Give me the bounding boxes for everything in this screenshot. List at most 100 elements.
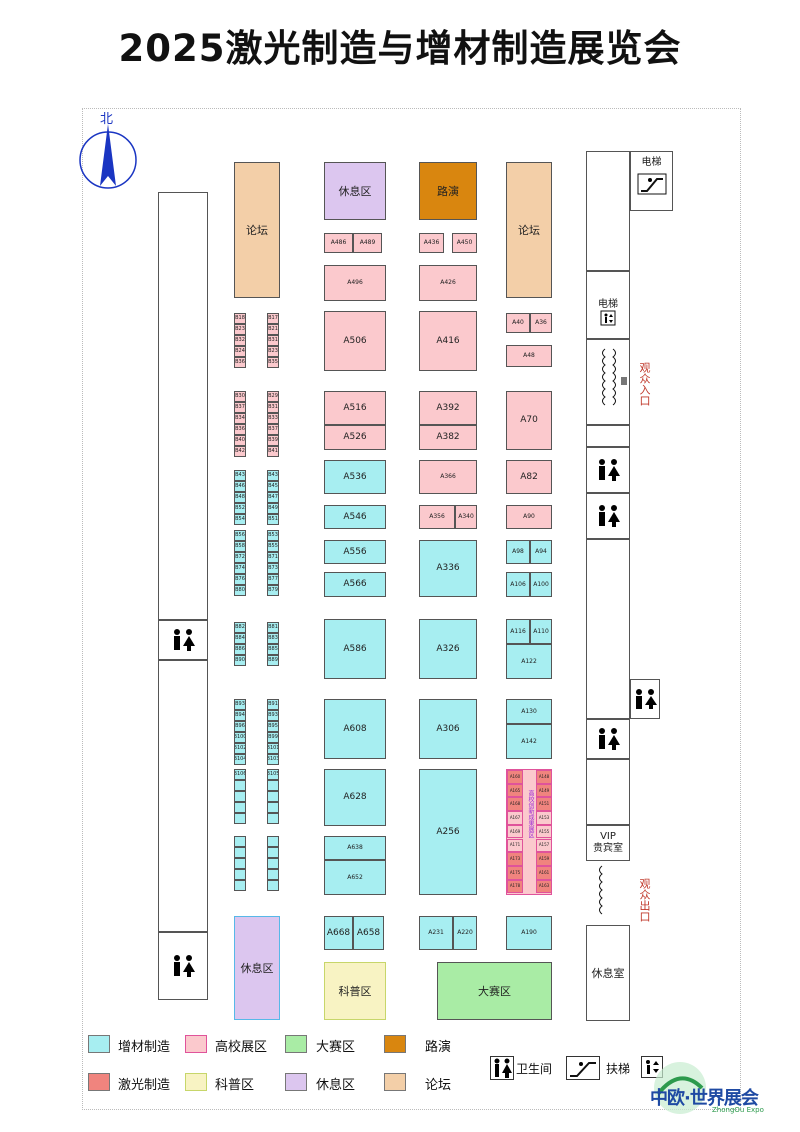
- booth-a556[interactable]: A556: [324, 540, 386, 564]
- small-booth[interactable]: B105: [267, 769, 279, 780]
- booth-a110[interactable]: A110: [530, 619, 552, 644]
- booth-a190[interactable]: A190: [506, 916, 552, 950]
- small-booth[interactable]: B23: [234, 324, 246, 335]
- university-booth[interactable]: A155: [536, 824, 552, 839]
- booth-a496[interactable]: A496: [324, 265, 386, 301]
- small-booth[interactable]: B103: [267, 754, 279, 765]
- booth-a98[interactable]: A98: [506, 540, 530, 564]
- vip-room[interactable]: VIP 贵宾室: [586, 825, 630, 861]
- right-toilet-4[interactable]: [586, 719, 630, 759]
- small-booth[interactable]: B84: [234, 633, 246, 644]
- booth-a416[interactable]: A416: [419, 311, 477, 371]
- small-booth[interactable]: [234, 858, 246, 869]
- elevator-top[interactable]: 电梯: [630, 151, 673, 211]
- small-booth[interactable]: [234, 836, 246, 847]
- booth-a40[interactable]: A40: [506, 313, 530, 333]
- small-booth[interactable]: [267, 780, 279, 791]
- small-booth[interactable]: B83: [267, 633, 279, 644]
- booth-a48[interactable]: A48: [506, 345, 552, 367]
- small-booth[interactable]: B33: [267, 413, 279, 424]
- small-booth[interactable]: B90: [234, 655, 246, 666]
- rest-area-top[interactable]: 休息区: [324, 162, 386, 220]
- small-booth[interactable]: B35: [267, 357, 279, 368]
- small-booth[interactable]: B39: [267, 435, 279, 446]
- small-booth[interactable]: B79: [267, 585, 279, 596]
- small-booth[interactable]: B94: [234, 710, 246, 721]
- booth-a668[interactable]: A668: [324, 916, 353, 950]
- booth-a366[interactable]: A366: [419, 460, 477, 494]
- booth-a426[interactable]: A426: [419, 265, 477, 301]
- lounge[interactable]: 休息室: [586, 925, 630, 1021]
- booth-a628[interactable]: A628: [324, 769, 386, 826]
- small-booth[interactable]: B93: [267, 710, 279, 721]
- booth-a489[interactable]: A489: [353, 233, 382, 253]
- booth-a82[interactable]: A82: [506, 460, 552, 494]
- small-booth[interactable]: B40: [234, 435, 246, 446]
- small-booth[interactable]: B46: [234, 481, 246, 492]
- small-booth[interactable]: B56: [234, 530, 246, 541]
- small-booth[interactable]: B37: [267, 424, 279, 435]
- booth-a652[interactable]: A652: [324, 860, 386, 895]
- university-booth[interactable]: A173: [507, 852, 523, 866]
- small-booth[interactable]: B53: [267, 530, 279, 541]
- small-booth[interactable]: B89: [267, 655, 279, 666]
- contest-area[interactable]: 大赛区: [437, 962, 552, 1020]
- university-booth[interactable]: A153: [536, 811, 552, 825]
- booth-a106[interactable]: A106: [506, 572, 530, 597]
- booth-a220[interactable]: A220: [453, 916, 477, 950]
- small-booth[interactable]: B49: [267, 503, 279, 514]
- small-booth[interactable]: B23: [267, 346, 279, 357]
- small-booth[interactable]: [267, 836, 279, 847]
- right-toilet-3[interactable]: [630, 679, 660, 719]
- university-booth[interactable]: A149: [536, 783, 552, 798]
- university-booth[interactable]: A157: [536, 838, 552, 853]
- small-booth[interactable]: [267, 858, 279, 869]
- small-booth[interactable]: B106: [234, 769, 246, 780]
- university-booth[interactable]: A178: [507, 879, 523, 894]
- university-booth[interactable]: A159: [536, 852, 552, 866]
- booth-a608[interactable]: A608: [324, 699, 386, 759]
- small-booth[interactable]: B48: [234, 492, 246, 503]
- university-booth[interactable]: A171: [507, 838, 523, 853]
- small-booth[interactable]: B36: [234, 357, 246, 368]
- small-booth[interactable]: B18: [234, 313, 246, 324]
- small-booth[interactable]: [267, 791, 279, 802]
- small-booth[interactable]: B36: [234, 424, 246, 435]
- booth-a130[interactable]: A130: [506, 699, 552, 724]
- small-booth[interactable]: B43: [234, 470, 246, 481]
- booth-a142[interactable]: A142: [506, 724, 552, 759]
- small-booth[interactable]: [234, 880, 246, 891]
- small-booth[interactable]: B54: [234, 514, 246, 525]
- small-booth[interactable]: [234, 847, 246, 858]
- small-booth[interactable]: B31: [267, 402, 279, 413]
- small-booth[interactable]: B85: [267, 644, 279, 655]
- small-booth[interactable]: [234, 791, 246, 802]
- booth-a336[interactable]: A336: [419, 540, 477, 597]
- right-toilet-1[interactable]: [586, 447, 630, 493]
- booth-a436[interactable]: A436: [419, 233, 444, 253]
- small-booth[interactable]: B30: [234, 391, 246, 402]
- booth-a392[interactable]: A392: [419, 391, 477, 425]
- booth-a638[interactable]: A638: [324, 836, 386, 860]
- small-booth[interactable]: B95: [267, 721, 279, 732]
- university-booth[interactable]: A168: [507, 797, 523, 812]
- small-booth[interactable]: B73: [267, 563, 279, 574]
- booth-a546[interactable]: A546: [324, 505, 386, 529]
- small-booth[interactable]: B37: [234, 402, 246, 413]
- small-booth[interactable]: [234, 813, 246, 824]
- booth-a70[interactable]: A70: [506, 391, 552, 450]
- entrance-gate[interactable]: [586, 339, 630, 425]
- university-booth[interactable]: A151: [536, 797, 552, 812]
- small-booth[interactable]: B74: [234, 563, 246, 574]
- booth-a566[interactable]: A566: [324, 572, 386, 597]
- small-booth[interactable]: [267, 880, 279, 891]
- small-booth[interactable]: B82: [234, 622, 246, 633]
- university-booth[interactable]: A161: [536, 865, 552, 880]
- small-booth[interactable]: B45: [267, 481, 279, 492]
- small-booth[interactable]: [267, 847, 279, 858]
- small-booth[interactable]: B77: [267, 574, 279, 585]
- booth-a306[interactable]: A306: [419, 699, 477, 759]
- small-booth[interactable]: B93: [234, 699, 246, 710]
- university-booth[interactable]: A163: [536, 879, 552, 894]
- small-booth[interactable]: B29: [267, 391, 279, 402]
